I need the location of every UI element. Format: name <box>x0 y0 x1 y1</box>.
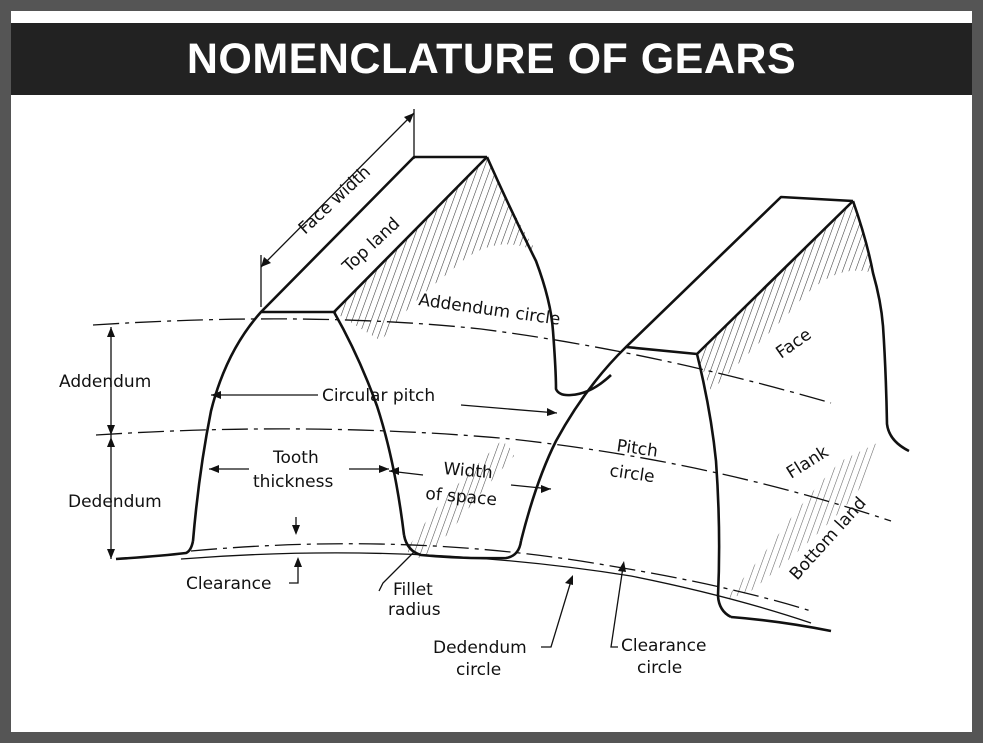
label-pitch-2: circle <box>608 461 656 487</box>
label-flank: Flank <box>783 442 832 483</box>
bottom-land-left <box>115 540 195 561</box>
label-clearance-circle-1: Clearance <box>621 636 706 656</box>
face-width-dimension <box>260 109 415 307</box>
label-fillet-2: radius <box>388 600 441 620</box>
dedendum-circle <box>180 552 812 624</box>
label-pitch-1: Pitch <box>615 436 659 462</box>
label-dedendum-circle-1: Dedendum <box>433 638 527 658</box>
label-circular-pitch: Circular pitch <box>322 386 435 406</box>
addendum-circle <box>92 318 832 404</box>
diagram-frame: NOMENCLATURE OF GEARS <box>11 11 972 732</box>
label-width-1: Width <box>443 459 494 483</box>
circular-pitch-dimension <box>211 391 558 416</box>
label-dedendum-circle-2: circle <box>456 660 501 680</box>
label-face: Face <box>772 325 815 363</box>
label-addendum: Addendum <box>59 372 151 392</box>
width-of-space-dimension <box>388 467 552 493</box>
label-addendum-circle: Addendum circle <box>417 290 561 330</box>
page-title: NOMENCLATURE OF GEARS <box>186 34 797 83</box>
label-clearance: Clearance <box>186 574 271 594</box>
title-bar: NOMENCLATURE OF GEARS <box>11 23 972 95</box>
gear-diagram: Face width Top land Addendum circle Adde… <box>59 109 910 680</box>
leader-lines <box>289 517 626 648</box>
tooth-thickness-dimension <box>209 465 389 473</box>
label-tooth-2: thickness <box>253 472 333 492</box>
label-clearance-circle-2: circle <box>637 658 682 678</box>
face-shading <box>334 158 881 601</box>
label-width-2: of space <box>425 484 498 510</box>
label-face-width: Face width <box>295 162 375 238</box>
pitch-circle <box>95 428 892 522</box>
label-dedendum: Dedendum <box>68 492 162 512</box>
label-fillet-1: Fillet <box>393 580 433 600</box>
bottom-land-middle <box>402 534 523 560</box>
label-tooth-1: Tooth <box>272 448 319 468</box>
clearance-circle <box>190 543 812 612</box>
addendum-dedendum-dimension <box>107 327 115 559</box>
